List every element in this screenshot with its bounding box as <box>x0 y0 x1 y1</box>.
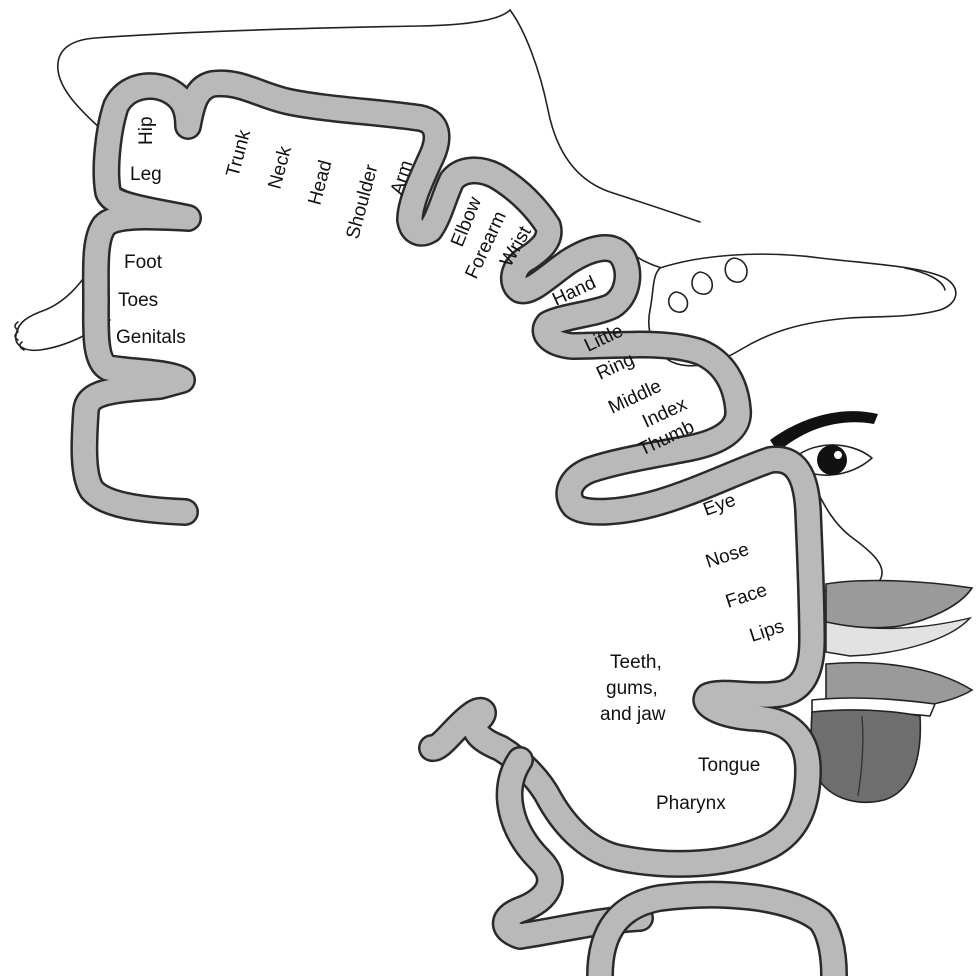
tongue-shape <box>811 710 920 802</box>
label-genitals: Genitals <box>116 327 186 348</box>
label-nose: Nose <box>703 539 752 573</box>
label-teeth-line3: and jaw <box>600 704 666 725</box>
body-figure <box>15 10 972 802</box>
upper-lip <box>826 581 972 628</box>
label-head: Head <box>305 158 337 207</box>
label-neck: Neck <box>265 144 297 192</box>
label-trunk: Trunk <box>223 127 256 179</box>
label-teeth-line1: Teeth, <box>610 652 662 673</box>
region-labels: Hip Leg Foot Toes Genitals Trunk Neck He… <box>116 116 787 814</box>
label-teeth-line2: gums, <box>606 678 658 699</box>
label-face: Face <box>723 580 770 613</box>
label-hip: Hip <box>136 116 157 145</box>
label-pharynx: Pharynx <box>656 793 726 814</box>
label-toes: Toes <box>118 290 158 311</box>
label-shoulder: Shoulder <box>343 162 383 242</box>
arm-outline <box>510 10 700 222</box>
label-lips: Lips <box>747 616 787 647</box>
label-foot: Foot <box>124 252 163 273</box>
label-tongue: Tongue <box>698 755 760 776</box>
label-leg: Leg <box>130 164 162 185</box>
